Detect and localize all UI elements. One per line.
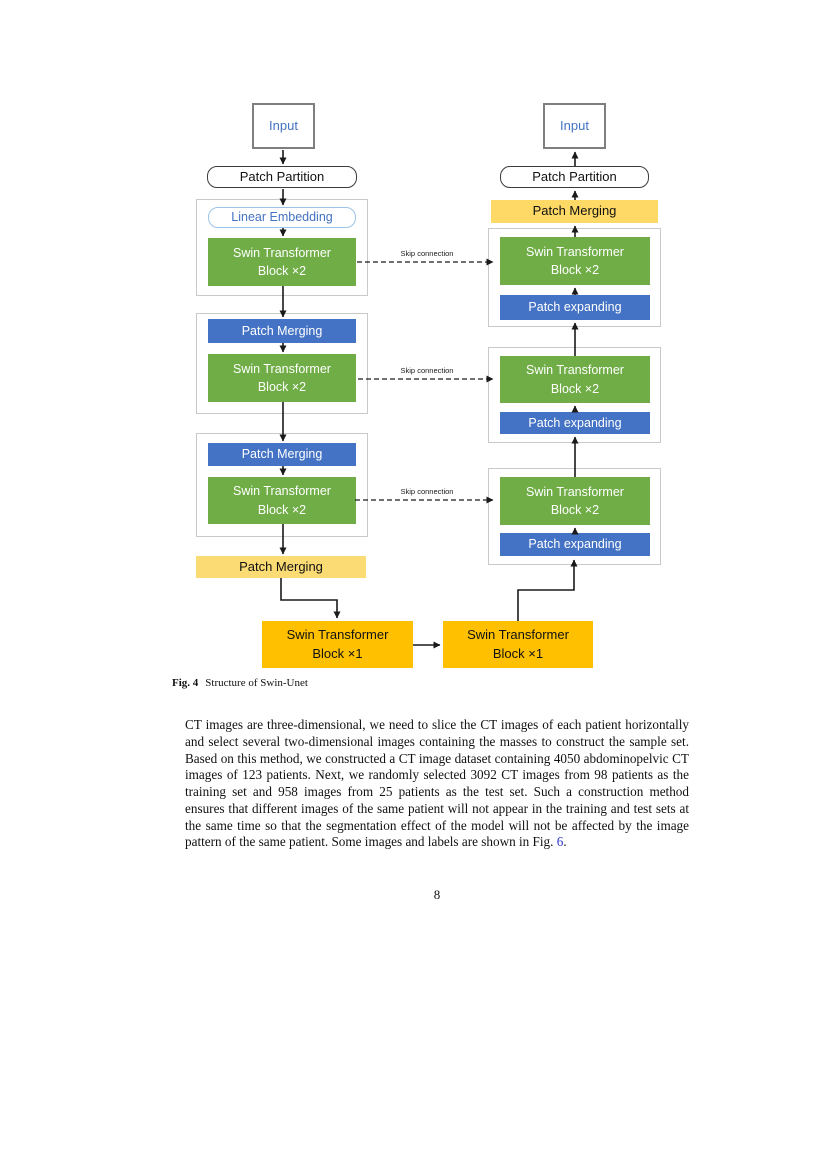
bottleneck-swin-block-left: Swin Transformer Block ×1	[262, 621, 413, 668]
swin-line1: Swin Transformer	[526, 484, 624, 499]
swin-line2: Block ×2	[257, 502, 307, 517]
figure-caption: Fig. 4 Structure of Swin-Unet	[172, 677, 308, 689]
decoder-input-box: Input	[543, 103, 606, 149]
encoder-swin-block-3: Swin Transformer Block ×2	[208, 477, 356, 524]
skip-label-text: Skip connection	[400, 366, 454, 375]
linear-embedding-box: Linear Embedding	[208, 207, 356, 228]
encoder-swin-block-1: Swin Transformer Block ×2	[208, 238, 356, 286]
patch-merging-label: Patch Merging	[239, 558, 323, 574]
skip-connection-label-1: Skip connection	[382, 249, 472, 258]
swin-line2: Block ×2	[257, 264, 307, 278]
decoder-swin-block-1: Swin Transformer Block ×2	[500, 237, 650, 285]
bottleneck-swin-block-right: Swin Transformer Block ×1	[443, 621, 593, 668]
swin-line1: Swin Transformer	[526, 244, 624, 259]
swin-line2: Block ×2	[550, 503, 600, 517]
skip-label-text: Skip connection	[400, 487, 454, 496]
patch-merging-label: Patch Merging	[532, 203, 617, 219]
encoder-patch-merging-1: Patch Merging	[208, 319, 356, 343]
swin-line1: Swin Transformer	[233, 484, 331, 499]
swin-line2: Block ×2	[257, 380, 307, 394]
figure-caption-label: Fig. 4	[172, 677, 199, 689]
swin-line2: Block ×1	[312, 645, 363, 661]
encoder-patch-partition: Patch Partition	[207, 166, 357, 188]
skip-connection-label-3: Skip connection	[382, 487, 472, 496]
body-paragraph: CT images are three-dimensional, we need…	[185, 717, 689, 851]
swin-line2: Block ×1	[492, 645, 544, 661]
patch-partition-label: Patch Partition	[239, 168, 325, 184]
patch-expanding-label: Patch expanding	[528, 537, 622, 552]
swin-line2: Block ×2	[550, 263, 600, 277]
patch-expanding-label: Patch expanding	[528, 415, 622, 430]
patch-merging-label: Patch Merging	[241, 447, 323, 462]
encoder-input-label: Input	[269, 117, 298, 133]
decoder-patch-expanding-2: Patch expanding	[500, 412, 650, 434]
encoder-input-box: Input	[252, 103, 315, 149]
patch-partition-label: Patch Partition	[532, 168, 617, 184]
figure-6-link[interactable]: 6	[556, 834, 564, 850]
linear-embedding-label: Linear Embedding	[231, 210, 333, 225]
skip-label-text: Skip connection	[400, 249, 454, 258]
swin-line2: Block ×2	[550, 381, 600, 396]
swin-line1: Swin Transformer	[233, 245, 331, 260]
page-number: 8	[433, 887, 441, 902]
patch-expanding-label: Patch expanding	[528, 300, 622, 315]
skip-connection-label-2: Skip connection	[382, 366, 472, 375]
decoder-swin-block-3: Swin Transformer Block ×2	[500, 477, 650, 525]
decoder-input-label: Input	[560, 117, 589, 133]
swin-line1: Swin Transformer	[526, 363, 624, 378]
patch-merging-label: Patch Merging	[241, 323, 323, 338]
swin-line1: Swin Transformer	[233, 361, 331, 376]
encoder-patch-merging-2: Patch Merging	[208, 443, 356, 466]
decoder-patch-merging: Patch Merging	[491, 200, 658, 223]
paragraph-period: .	[563, 834, 567, 850]
encoder-swin-block-2: Swin Transformer Block ×2	[208, 354, 356, 402]
paragraph-text: CT images are three-dimensional, we need…	[185, 717, 689, 850]
decoder-swin-block-2: Swin Transformer Block ×2	[500, 356, 650, 403]
decoder-patch-expanding-1: Patch expanding	[500, 295, 650, 320]
decoder-patch-partition: Patch Partition	[500, 166, 649, 188]
swin-line1: Swin Transformer	[467, 626, 569, 642]
bottleneck-patch-merging: Patch Merging	[196, 556, 366, 578]
figure-caption-text: Structure of Swin-Unet	[205, 677, 308, 689]
decoder-patch-expanding-3: Patch expanding	[500, 533, 650, 556]
swin-line1: Swin Transformer	[286, 626, 389, 642]
